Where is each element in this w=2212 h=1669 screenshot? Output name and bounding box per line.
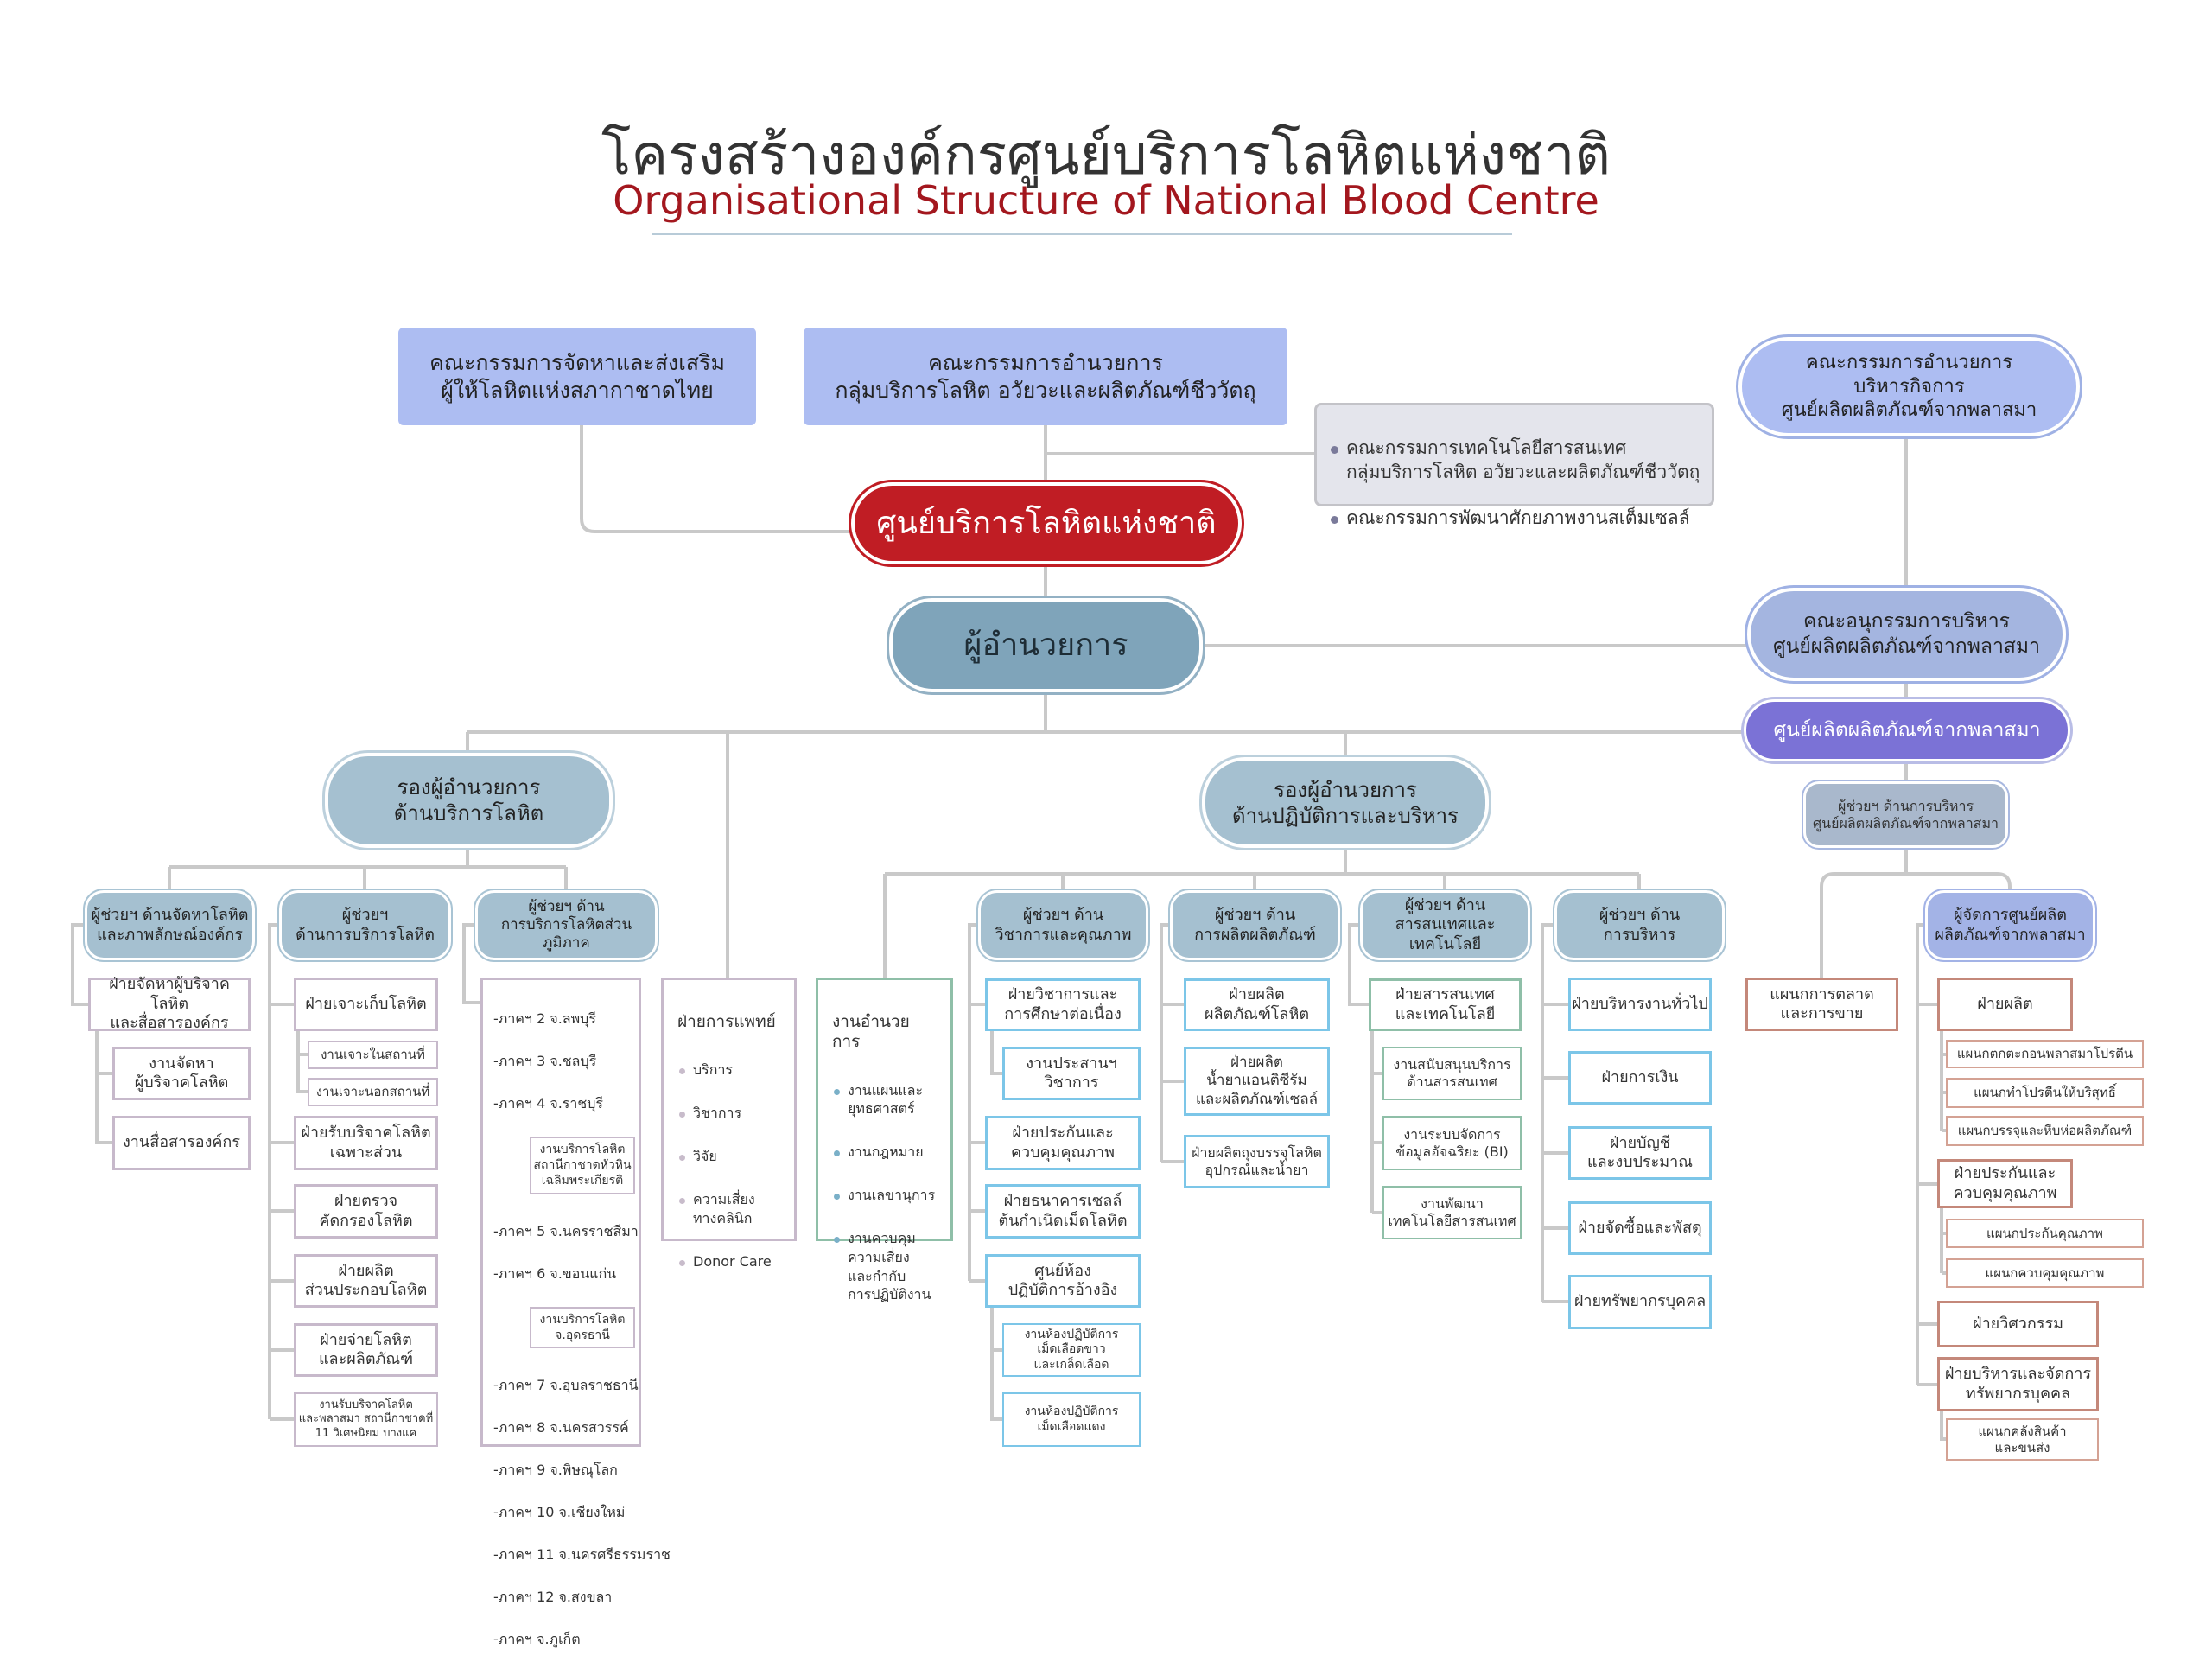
assistant-administration-node: ผู้ช่วยฯ ด้าน การบริหาร — [1553, 889, 1726, 962]
region-item: -ภาคฯ 6 จ.ขอนแก่น — [493, 1264, 617, 1282]
assistant-it-node: ผู้ช่วยฯ ด้าน สารสนเทศและเทคโนโลยี — [1358, 889, 1532, 962]
region-item: -ภาคฯ 9 จ.พิษณุโลก — [493, 1461, 618, 1478]
sub-committee-item: คณะกรรมการเทคโนโลยีสารสนเทศ กลุ่มบริการโ… — [1327, 436, 1701, 484]
director-node: ผู้อำนวยการ — [887, 596, 1205, 695]
connector-lines — [71, 425, 2012, 1441]
region-sub-unit: งานบริการโลหิต สถานีกาชาดหัวหิน เฉลิมพระ… — [530, 1137, 635, 1194]
region-item: -ภาคฯ 2 จ.ลพบุรี — [493, 1010, 596, 1027]
region-item: -ภาคฯ 12 จ.สงขลา — [493, 1588, 613, 1605]
plasma-subcommittee-node: คณะอนุกรรมการบริหาร ศูนย์ผลิตผลิตภัณฑ์จา… — [1745, 585, 2069, 684]
region-item: -ภาคฯ 7 จ.อุบลราชธานี — [493, 1376, 639, 1393]
admin-office-title: งานอำนวยการ — [832, 1011, 910, 1052]
division-box: ฝ่ายประกันและ ควบคุมคุณภาพ — [985, 1116, 1141, 1170]
admin-office-item: งานควบคุม ความเสี่ยง และกำกับ การปฏิบัติ… — [832, 1229, 937, 1303]
title-divider — [652, 233, 1512, 235]
page-subtitle: Organisational Structure of National Blo… — [613, 177, 1599, 224]
plasma-unit: แผนกคลังสินค้า และขนส่ง — [1946, 1418, 2099, 1461]
admin-office-item: งานเลขานุการ — [832, 1186, 937, 1205]
page-title: โครงสร้างองค์กรศูนย์บริการโลหิตแห่งชาติ — [601, 124, 1611, 188]
medical-item: วิชาการ — [677, 1104, 780, 1123]
medical-item: วิจัย — [677, 1147, 780, 1166]
medical-item: บริการ — [677, 1061, 780, 1080]
plasma-unit: แผนกควบคุมคุณภาพ — [1946, 1258, 2144, 1288]
admin-office-item: งานแผนและ ยุทธศาสตร์ — [832, 1081, 937, 1118]
medical-item: ความเสี่ยง ทางคลินิก — [677, 1190, 780, 1227]
division-box: ฝ่ายจัดซื้อและพัสดุ — [1568, 1201, 1712, 1255]
assistant-blood-service-node: ผู้ช่วยฯ ด้านการบริการโลหิต — [277, 889, 453, 962]
plasma-marketing-box: แผนกการตลาด และการขาย — [1745, 978, 1898, 1031]
unit-box: งานพัฒนา เทคโนโลยีสารสนเทศ — [1382, 1186, 1522, 1239]
division-box: ฝ่ายจัดหาผู้บริจาคโลหิต และสื่อสารองค์กร — [88, 975, 251, 1032]
unit-box: งานประสานฯ วิชาการ — [1002, 1047, 1141, 1100]
plasma-division-production: ฝ่ายผลิต — [1937, 978, 2073, 1031]
plasma-assistant-node: ผู้ช่วยฯ ด้านการบริหาร ศูนย์ผลิตผลิตภัณฑ… — [1802, 780, 2010, 850]
division-box: ฝ่ายผลิตถุงบรรจุโลหิต อุปกรณ์และน้ำยา — [1184, 1135, 1330, 1188]
medical-division-title: ฝ่ายการแพทย์ — [677, 1011, 776, 1031]
unit-box: งานเจาะในสถานที่ — [308, 1041, 438, 1069]
unit-box: งานรับบริจาคโลหิต และพลาสมา สถานีกาชาดที… — [294, 1392, 438, 1447]
national-blood-centre-node: ศูนย์บริการโลหิตแห่งชาติ — [849, 480, 1244, 567]
plasma-unit: แผนกบรรจุและหีบห่อผลิตภัณฑ์ — [1946, 1116, 2144, 1146]
division-box: ฝ่ายบริหารงานทั่วไป — [1568, 978, 1712, 1031]
unit-box: งานห้องปฏิบัติการ เม็ดเลือดขาว และเกล็ดเ… — [1002, 1323, 1141, 1377]
region-item: -ภาคฯ 10 จ.เชียงใหม่ — [493, 1503, 626, 1520]
medical-division-box: ฝ่ายการแพทย์ บริการ วิชาการ วิจัย ความเส… — [661, 978, 797, 1270]
assistant-production-node: ผู้ช่วยฯ ด้าน การผลิตผลิตภัณฑ์ — [1168, 889, 1342, 962]
unit-box: งานจัดหา ผู้บริจาคโลหิต — [112, 1047, 251, 1100]
plasma-manager-node: ผู้จัดการศูนย์ผลิต ผลิตภัณฑ์จากพลาสมา — [1923, 889, 2097, 962]
division-box: ฝ่ายการเงิน — [1568, 1051, 1712, 1105]
division-box: ศูนย์ห้อง ปฏิบัติการอ้างอิง — [985, 1254, 1141, 1308]
division-box: ฝ่ายจ่ายโลหิต และผลิตภัณฑ์ — [294, 1323, 438, 1377]
division-box: ฝ่ายบัญชี และงบประมาณ — [1568, 1126, 1712, 1180]
region-item: -ภาคฯ 4 จ.ราชบุรี — [493, 1095, 603, 1112]
plasma-unit: แผนกทำโปรตีนให้บริสุทธิ์ — [1946, 1078, 2144, 1108]
deputy-blood-services-node: รองผู้อำนวยการ ด้านบริการโลหิต — [322, 750, 615, 850]
donor-committee-box: คณะกรรมการจัดหาและส่งเสริม ผู้ให้โลหิตแห… — [398, 328, 756, 425]
plasma-centre-node: ศูนย์ผลิตผลิตภัณฑ์จากพลาสมา — [1741, 697, 2073, 764]
division-box: ฝ่ายเจาะเก็บโลหิต — [294, 978, 438, 1031]
division-box: ฝ่ายรับบริจาคโลหิต เฉพาะส่วน — [294, 1116, 438, 1170]
division-box: ฝ่ายตรวจ คัดกรองโลหิต — [294, 1184, 438, 1239]
plasma-division-engineering: ฝ่ายวิศวกรรม — [1937, 1301, 2099, 1347]
assistant-academic-node: ผู้ช่วยฯ ด้าน วิชาการและคุณภาพ — [976, 889, 1150, 962]
plasma-unit: แผนกตกตะกอนพลาสมาโปรตีน — [1946, 1040, 2144, 1068]
unit-box: งานห้องปฏิบัติการ เม็ดเลือดแดง — [1002, 1392, 1141, 1447]
division-box: ฝ่ายทรัพยากรบุคคล — [1568, 1275, 1712, 1329]
division-box: ฝ่ายผลิต น้ำยาแอนติซีรัม และผลิตภัณฑ์เซล… — [1184, 1047, 1330, 1116]
region-item: -ภาคฯ 5 จ.นครราชสีมา — [493, 1222, 639, 1239]
exec-committee-box: คณะกรรมการอำนวยการ กลุ่มบริการโลหิต อวัย… — [804, 328, 1287, 425]
unit-box: งานระบบจัดการ ข้อมูลอัจฉริยะ (BI) — [1382, 1116, 1522, 1170]
region-item: -ภาคฯ 3 จ.ชลบุรี — [493, 1053, 597, 1069]
unit-box: งานเจาะนอกสถานที่ — [308, 1078, 438, 1106]
admin-office-box: งานอำนวยการ งานแผนและ ยุทธศาสตร์ งานกฎหม… — [816, 978, 953, 1303]
division-box: ฝ่ายผลิต ผลิตภัณฑ์โลหิต — [1184, 978, 1330, 1031]
assistant-regional-node: ผู้ช่วยฯ ด้าน การบริการโลหิตส่วนภูมิภาค — [474, 889, 659, 962]
plasma-board-node: คณะกรรมการอำนวยการ บริหารกิจการ ศูนย์ผลิ… — [1736, 334, 2082, 439]
region-item: -ภาคฯ จ.ภูเก็ต — [493, 1630, 581, 1647]
plasma-division-qa: ฝ่ายประกันและ ควบคุมคุณภาพ — [1937, 1159, 2073, 1208]
deputy-operations-node: รองผู้อำนวยการ ด้านปฏิบัติการและบริหาร — [1199, 755, 1491, 850]
plasma-division-hr: ฝ่ายบริหารและจัดการ ทรัพยากรบุคคล — [1937, 1357, 2099, 1411]
medical-item: Donor Care — [677, 1252, 780, 1271]
division-box: ฝ่ายผลิต ส่วนประกอบโลหิต — [294, 1254, 438, 1308]
regional-centres-box: -ภาคฯ 2 จ.ลพบุรี -ภาคฯ 3 จ.ชลบุรี -ภาคฯ … — [480, 978, 671, 1647]
plasma-unit: แผนกประกันคุณภาพ — [1946, 1219, 2144, 1248]
division-box: ฝ่ายธนาคารเซลล์ ต้นกำเนิดเม็ดโลหิต — [985, 1184, 1141, 1239]
region-item: -ภาคฯ 11 จ.นครศรีธรรมราช — [493, 1545, 671, 1563]
admin-office-item: งานกฎหมาย — [832, 1143, 937, 1162]
sub-committee-item: คณะกรรมการพัฒนาศักยภาพงานสเต็มเซลล์ — [1327, 506, 1701, 530]
region-sub-unit: งานบริการโลหิต จ.อุดรธานี — [530, 1306, 635, 1348]
assistant-recruitment-node: ผู้ช่วยฯ ด้านจัดหาโลหิต และภาพลักษณ์องค์… — [83, 889, 257, 962]
unit-box: งานสนับสนุนบริการ ด้านสารสนเทศ — [1382, 1047, 1522, 1100]
division-box: ฝ่ายวิชาการและ การศึกษาต่อเนื่อง — [985, 978, 1141, 1031]
sub-committees-box: คณะกรรมการเทคโนโลยีสารสนเทศ กลุ่มบริการโ… — [1314, 403, 1714, 528]
unit-box: งานสื่อสารองค์กร — [112, 1116, 251, 1170]
region-item: -ภาคฯ 8 จ.นครสวรรค์ — [493, 1418, 629, 1436]
division-box: ฝ่ายสารสนเทศ และเทคโนโลยี — [1369, 978, 1522, 1031]
